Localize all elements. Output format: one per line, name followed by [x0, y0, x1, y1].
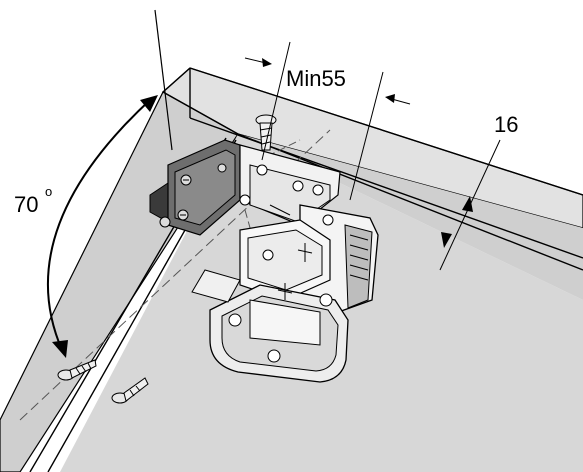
thickness-dimension [439, 139, 501, 271]
angle-label: 70 [14, 192, 38, 217]
min55-label: Min55 [286, 66, 346, 91]
mounting-plate [149, 139, 241, 236]
thickness-label: 16 [494, 112, 518, 137]
side-screw-1 [57, 359, 97, 381]
angle-degree-symbol: o [45, 184, 52, 199]
angle-arrow [46, 95, 158, 358]
side-screw-2 [111, 377, 149, 404]
min55-dimension [244, 41, 411, 201]
hinge-cup-body [191, 204, 379, 383]
